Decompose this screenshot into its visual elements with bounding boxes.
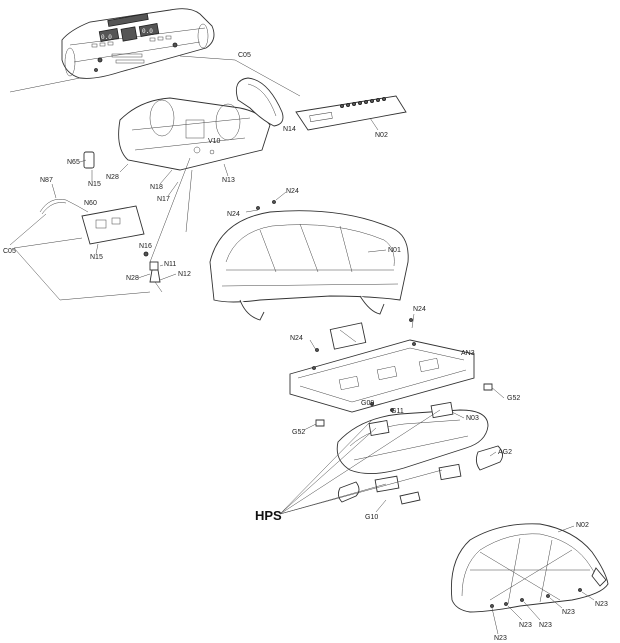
handle-loop [235, 77, 284, 127]
label-n17: N17 [157, 196, 170, 203]
label-n15-a: N15 [88, 181, 101, 188]
label-g10: G10 [365, 514, 378, 521]
label-n23-b: N23 [519, 622, 532, 629]
label-c05-side: C05 [3, 248, 16, 255]
console-housing [118, 97, 271, 171]
label-n23-d: N23 [562, 609, 575, 616]
lower-board [81, 205, 145, 245]
label-n12: N12 [178, 271, 191, 278]
label-n01: N01 [388, 247, 401, 254]
console-display-panel: 0.0 0.0 [61, 8, 215, 79]
label-an3: AN3 [461, 350, 475, 357]
base-cover [209, 210, 409, 321]
label-n15-b: N15 [90, 254, 103, 261]
c05-leaders [9, 55, 301, 97]
label-n24-d: N24 [290, 335, 303, 342]
label-n23-a: N23 [494, 635, 507, 642]
label-n65: N65 [67, 159, 80, 166]
circuit-board-top [295, 95, 407, 131]
label-n11: N11 [164, 261, 176, 268]
rail-frame [336, 401, 503, 505]
bottom-pan [450, 523, 609, 613]
label-ag2: AG2 [498, 449, 512, 456]
label-n13: N13 [222, 177, 235, 184]
label-n18: N18 [150, 184, 163, 191]
label-c05: C05 [238, 52, 251, 59]
label-n23-c: N23 [539, 622, 552, 629]
label-n28-b: N28 [126, 275, 139, 282]
label-g52-a: G52 [507, 395, 520, 402]
label-n16: N16 [139, 243, 152, 250]
label-n24-a: N24 [227, 211, 240, 218]
safety-key-assembly [143, 251, 163, 293]
label-hps: HPS [255, 508, 282, 523]
label-g11: G11 [391, 408, 404, 415]
label-g52-b: G52 [292, 429, 305, 436]
label-n03: N03 [466, 415, 479, 422]
right-readout: 0.0 [142, 28, 153, 35]
label-g09: G09 [361, 400, 374, 407]
label-n14: N14 [283, 126, 296, 133]
hps-leaders [279, 409, 443, 515]
label-v10: V10 [208, 138, 221, 145]
label-n24-b: N24 [286, 188, 299, 195]
lower-frame [289, 322, 475, 413]
label-n60: N60 [84, 200, 97, 207]
left-readout: 0.0 [101, 34, 112, 41]
label-n02-bottom: N02 [576, 522, 589, 529]
label-n24-c: N24 [413, 306, 426, 313]
label-n23-e: N23 [595, 601, 608, 608]
label-n28-a: N28 [106, 174, 119, 181]
label-n02-top: N02 [375, 132, 388, 139]
wire-harness [9, 199, 89, 246]
label-n87: N87 [40, 177, 53, 184]
n65-clip [79, 151, 95, 169]
